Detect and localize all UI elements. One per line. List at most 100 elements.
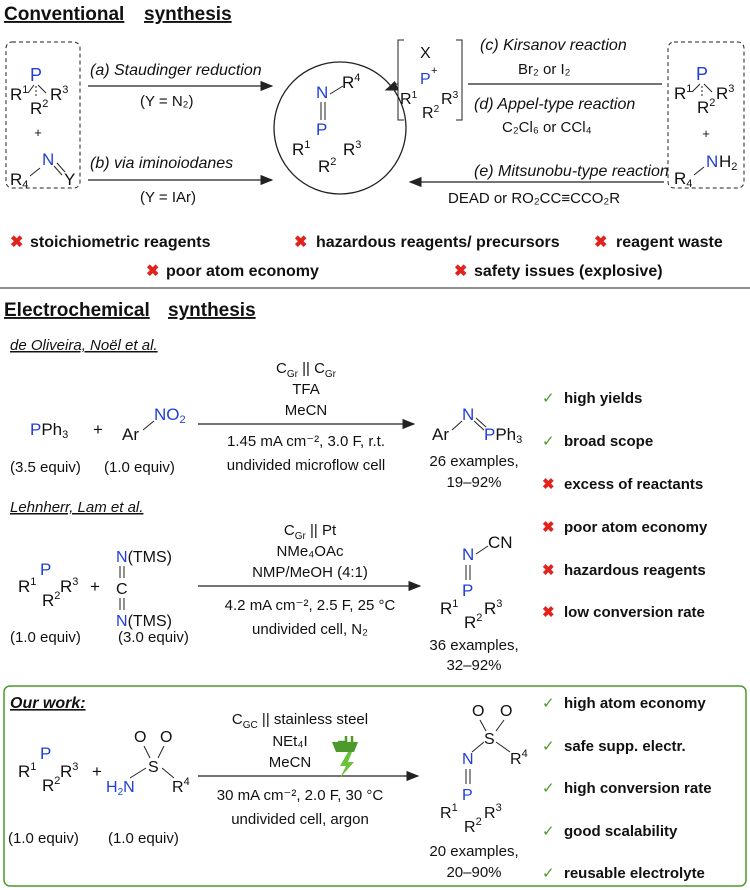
work1-reactant2-equiv: (1.0 equiv) (104, 459, 175, 476)
svg-text:CN: CN (488, 533, 513, 552)
phosphine-left: P R1 R3 R2 (10, 65, 68, 118)
svg-text:R1: R1 (674, 83, 692, 103)
our-result: 20 examples, (429, 843, 518, 860)
our-features: ✓high atom economy ✓safe supp. electr. ✓… (542, 695, 712, 882)
svg-text:O: O (160, 729, 172, 746)
svg-text:N: N (42, 150, 54, 169)
work2-authors: Lehnherr, Lam et al. (10, 499, 143, 516)
svg-text:high conversion rate: high conversion rate (564, 780, 712, 797)
cross-icon: ✖ (542, 476, 555, 493)
svg-text:R4: R4 (10, 170, 28, 191)
work1-conditions: CGr || CGr TFA MeCN 1.45 mA cm⁻², 3.0 F,… (198, 360, 416, 474)
drawback-item: hazardous reagents/ precursors (316, 234, 560, 251)
svg-text:R1: R1 (440, 802, 458, 822)
svg-text:O: O (472, 703, 484, 720)
sulfonamide: O O S H2N R4 (106, 729, 190, 798)
svg-text:P: P (316, 120, 327, 139)
svg-text:CGr || Pt: CGr || Pt (284, 522, 337, 542)
work1-authors: de Oliveira, Noël et al. (10, 337, 158, 354)
svg-text:R2: R2 (42, 590, 60, 610)
svg-text:low conversion rate: low conversion rate (564, 604, 705, 621)
svg-text:H2N: H2N (106, 779, 135, 798)
cross-icon: ✖ (542, 562, 555, 579)
svg-text:undivided microflow cell: undivided microflow cell (227, 457, 385, 474)
svg-text:N: N (316, 83, 328, 102)
svg-text:N: N (706, 152, 718, 171)
work2-conditions: CGr || Pt NMe₄OAc NMP/MeOH (4:1) 4.2 mA … (198, 522, 422, 638)
check-icon: ✓ (542, 780, 555, 797)
work2-result: 36 examples, (429, 637, 518, 654)
svg-text:(Y = IAr): (Y = IAr) (140, 189, 196, 206)
svg-text:(a) Staudinger reduction: (a) Staudinger reduction (90, 62, 262, 79)
check-icon: ✓ (542, 695, 555, 712)
svg-text:DEAD or RO₂CC≡CCO₂R: DEAD or RO₂CC≡CCO₂R (448, 190, 620, 207)
svg-text:P: P (40, 560, 51, 579)
svg-text:R4: R4 (342, 72, 360, 92)
svg-text:R1: R1 (10, 84, 28, 104)
cross-icon: ✖ (542, 519, 555, 536)
our-reactant2-equiv: (1.0 equiv) (108, 830, 179, 847)
svg-text:O: O (134, 729, 146, 746)
svg-text:safe supp. electr.: safe supp. electr. (564, 738, 686, 755)
drawback-item: safety issues (explosive) (474, 263, 663, 280)
check-icon: ✓ (542, 823, 555, 840)
svg-text:reusable electrolyte: reusable electrolyte (564, 865, 705, 882)
svg-text:1.45 mA cm⁻², 3.0 F, r.t.: 1.45 mA cm⁻², 3.0 F, r.t. (227, 433, 385, 450)
svg-text:R1: R1 (400, 90, 418, 108)
svg-text:R1: R1 (440, 598, 458, 618)
svg-text:TFA: TFA (292, 381, 320, 398)
route-e: (e) Mitsunobu-type reaction DEAD or RO₂C… (408, 163, 669, 207)
our-work-box (3, 685, 747, 887)
svg-text:✖: ✖ (594, 234, 607, 251)
svg-text:P: P (420, 71, 431, 88)
svg-text:high yields: high yields (564, 390, 642, 407)
svg-text:MeCN: MeCN (269, 754, 312, 771)
svg-text:X: X (420, 45, 431, 62)
svg-text:(d) Appel-type reaction: (d) Appel-type reaction (474, 96, 635, 113)
svg-text:✖: ✖ (454, 263, 467, 280)
iminophosphorane-product: N R4 P R1 R3 R2 (292, 72, 361, 176)
our-phosphine: P R1 R3 R2 + (18, 744, 102, 795)
svg-text:Br₂ or I₂: Br₂ or I₂ (518, 61, 571, 78)
svg-text:R3: R3 (60, 761, 78, 781)
work2-phosphine: P R1 R3 R2 + (18, 560, 100, 610)
drawback-item: reagent waste (616, 234, 723, 251)
svg-text:R2: R2 (422, 104, 440, 122)
svg-text:(c) Kirsanov reaction: (c) Kirsanov reaction (480, 37, 627, 54)
our-yield: 20–90% (446, 864, 501, 881)
svg-text:+: + (93, 420, 103, 439)
work2-reactant2-equiv: (3.0 equiv) (118, 629, 189, 646)
svg-text:NMP/MeOH (4:1): NMP/MeOH (4:1) (252, 564, 368, 581)
svg-text:poor atom economy: poor atom economy (564, 519, 708, 536)
svg-text:R3: R3 (50, 84, 68, 104)
svg-text:R2: R2 (464, 612, 482, 632)
electro-features: ✓high yields ✓broad scope ✖excess of rea… (542, 390, 708, 621)
svg-text:NO2: NO2 (154, 405, 186, 426)
svg-text:PPh3: PPh3 (484, 425, 522, 446)
svg-text:P: P (462, 581, 473, 600)
svg-text:MeCN: MeCN (285, 402, 328, 419)
cross-icon: ✖ (542, 604, 555, 621)
svg-text:N(TMS): N(TMS) (116, 549, 172, 566)
route-d: (d) Appel-type reaction C₂Cl₆ or CCl₄ (474, 96, 635, 136)
svg-text:R1: R1 (18, 576, 36, 596)
svg-text:P: P (696, 64, 708, 84)
svg-text:P: P (40, 744, 51, 763)
svg-text:4.2 mA cm⁻², 2.5 F, 25 °C: 4.2 mA cm⁻², 2.5 F, 25 °C (225, 597, 396, 614)
electrochemical-title: Electrochemical synthesis (4, 300, 256, 321)
phosphonium-intermediate: X P + R1 R3 R2 (397, 39, 463, 122)
svg-text:P: P (462, 787, 473, 804)
phosphine-right: P R1 R3 R2 (674, 64, 734, 117)
svg-text:R2: R2 (697, 97, 715, 117)
work1-reactants: PPh3 + Ar NO2 (30, 405, 186, 444)
svg-text:broad scope: broad scope (564, 433, 653, 450)
svg-text:C₂Cl₆ or CCl₄: C₂Cl₆ or CCl₄ (502, 119, 592, 136)
svg-text:+: + (431, 65, 437, 77)
svg-text:N(TMS): N(TMS) (116, 613, 172, 630)
bis-tms-carbodiimide: N(TMS) C N(TMS) (116, 549, 172, 630)
svg-text:R1: R1 (18, 761, 36, 781)
svg-text:S: S (484, 731, 495, 748)
drawback-item: poor atom economy (166, 263, 319, 280)
svg-text:synthesis: synthesis (144, 4, 232, 25)
svg-text:R1: R1 (292, 139, 310, 159)
